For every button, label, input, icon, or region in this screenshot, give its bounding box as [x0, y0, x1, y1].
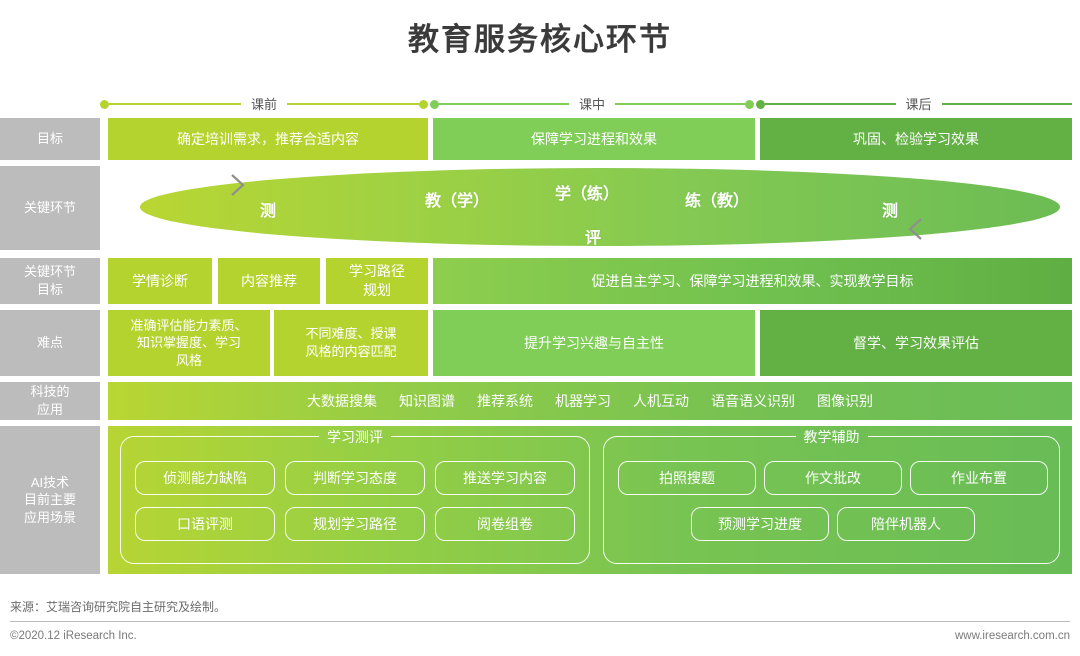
tech-item-recommender: 推荐系统 — [477, 392, 533, 409]
copyright-text: ©2020.12 iResearch Inc. — [10, 630, 137, 642]
goal-cell-before-class: 确定培训需求，推荐合适内容 — [108, 118, 428, 160]
tech-application-band: 大数据搜集 知识图谱 推荐系统 机器学习 人机互动 语音语义识别 图像识别 — [108, 382, 1072, 420]
timeline-line-left — [109, 102, 241, 106]
cycle-item-ce1: 测 — [260, 203, 277, 220]
cycle-item-learn: 学（练） — [555, 186, 620, 203]
phase-timeline: 课前 课中 课后 — [100, 96, 1073, 112]
ai-pill-plan-learning-path[interactable]: 规划学习路径 — [285, 507, 425, 541]
row-label-line3: 应用场景 — [23, 509, 76, 525]
source-note: 来源：艾瑞咨询研究院自主研究及绘制。 — [10, 600, 227, 614]
ai-pill-detect-ability-gap[interactable]: 侦测能力缺陷 — [135, 461, 275, 495]
cycle-ellipse — [140, 168, 1060, 246]
footer-divider — [10, 621, 1070, 622]
timeline-label-before-class: 课前 — [251, 96, 278, 112]
klg-cell-path-planning: 学习路径 规划 — [326, 258, 428, 304]
cycle-item-teach: 教（学） — [425, 193, 490, 210]
ai-group-teaching-assistance: 教学辅助 拍照搜题 作文批改 作业布置 预测学习进度 陪伴机器人 — [603, 427, 1060, 564]
tech-item-hci: 人机互动 — [633, 392, 689, 409]
ai-group-title-teaching-assistance: 教学辅助 — [795, 427, 868, 447]
row-label-tech: 科技的 应用 — [0, 382, 100, 420]
chevron-right-icon — [228, 172, 248, 198]
tech-item-machine-learning: 机器学习 — [555, 392, 611, 409]
ai-scenarios-band: 学习测评 侦测能力缺陷 判断学习态度 推送学习内容 口语评测 规划学习路径 阅卷… — [108, 426, 1072, 574]
timeline-label-during-class: 课中 — [579, 96, 606, 112]
difficulty-cell-assessment: 准确评估能力素质、 知识掌握度、学习 风格 — [108, 310, 270, 376]
cell-line1: 准确评估能力素质、 — [130, 317, 248, 333]
cycle-item-practice: 练（教） — [685, 193, 750, 210]
row-label-goal: 目标 — [0, 118, 100, 160]
ai-pill-companion-robot[interactable]: 陪伴机器人 — [837, 507, 975, 541]
tech-item-knowledge-graph: 知识图谱 — [399, 392, 455, 409]
timeline-line-right — [287, 102, 420, 106]
klg-cell-diagnosis: 学情诊断 — [108, 258, 212, 304]
timeline-line-left — [765, 102, 896, 106]
tech-item-image-recognition: 图像识别 — [817, 392, 873, 409]
row-label-key-link: 关键环节 — [0, 166, 100, 250]
timeline-line-left — [439, 102, 569, 106]
timeline-line-right — [941, 102, 1073, 106]
row-label-line2: 应用 — [36, 402, 63, 417]
klg-cell-content-recommend: 内容推荐 — [218, 258, 320, 304]
ai-pill-homework-assignment[interactable]: 作业布置 — [910, 461, 1048, 495]
ai-pill-photo-search-question[interactable]: 拍照搜题 — [618, 461, 756, 495]
goal-cell-during-class: 保障学习进程和效果 — [433, 118, 755, 160]
row-label-difficulty: 难点 — [0, 310, 100, 376]
cell-line1: 不同难度、授课 — [305, 326, 397, 342]
timeline-dot-end — [419, 99, 429, 109]
row-label-key-link-goal: 关键环节 目标 — [0, 258, 100, 304]
ai-pill-push-learning-content[interactable]: 推送学习内容 — [435, 461, 575, 495]
timeline-line-right — [615, 102, 746, 106]
tech-item-bigdata: 大数据搜集 — [307, 392, 377, 409]
cell-line2: 风格的内容匹配 — [305, 344, 397, 359]
ai-group-learning-assessment: 学习测评 侦测能力缺陷 判断学习态度 推送学习内容 口语评测 规划学习路径 阅卷… — [120, 427, 590, 564]
cycle-item-ce2: 测 — [882, 203, 899, 220]
row-label-line1: 关键环节 — [23, 264, 76, 280]
timeline-dot-start — [756, 99, 765, 109]
website-url: www.iresearch.com.cn — [954, 630, 1070, 642]
cell-line2: 规划 — [363, 282, 391, 298]
chevron-left-icon — [905, 216, 925, 242]
row-label-line1: AI技术 — [30, 474, 70, 490]
ai-pill-predict-learning-progress[interactable]: 预测学习进度 — [691, 507, 829, 541]
cell-line3: 风格 — [175, 352, 202, 368]
ai-pill-grading-paper-assembly[interactable]: 阅卷组卷 — [435, 507, 575, 541]
timeline-segment-during-class: 课中 — [430, 96, 755, 112]
timeline-dot-end — [745, 99, 755, 109]
ai-pill-oral-evaluation[interactable]: 口语评测 — [135, 507, 275, 541]
row-label-line2: 目前主要 — [23, 492, 76, 508]
timeline-label-after-class: 课后 — [905, 96, 932, 112]
ai-group-title-learning-assessment: 学习测评 — [319, 427, 391, 447]
tech-item-speech-recognition: 语音语义识别 — [711, 392, 795, 409]
difficulty-cell-supervision: 督学、学习效果评估 — [760, 310, 1072, 376]
row-label-ai-scenarios: AI技术 目前主要 应用场景 — [0, 426, 100, 574]
cycle-item-evaluate: 评 — [585, 230, 602, 247]
timeline-dot-start — [430, 99, 439, 109]
timeline-dot-start — [100, 99, 109, 109]
difficulty-cell-content-match: 不同难度、授课 风格的内容匹配 — [274, 310, 428, 376]
cell-line2: 知识掌握度、学习 — [136, 335, 241, 351]
ai-pill-judge-learning-attitude[interactable]: 判断学习态度 — [285, 461, 425, 495]
timeline-segment-after-class: 课后 — [756, 96, 1073, 112]
page-title: 教育服务核心环节 — [408, 22, 672, 57]
difficulty-cell-interest: 提升学习兴趣与自主性 — [433, 310, 755, 376]
goal-cell-after-class: 巩固、检验学习效果 — [760, 118, 1072, 160]
key-link-cycle: 测 教（学） 学（练） 练（教） 测 评 — [140, 168, 1060, 247]
row-label-line2: 目标 — [36, 282, 63, 297]
cell-line1: 学习路径 — [349, 263, 405, 280]
ai-pill-essay-correction[interactable]: 作文批改 — [764, 461, 902, 495]
klg-cell-wide: 促进自主学习、保障学习进程和效果、实现教学目标 — [433, 258, 1072, 304]
row-label-line1: 科技的 — [30, 384, 70, 400]
timeline-segment-before-class: 课前 — [100, 96, 429, 112]
